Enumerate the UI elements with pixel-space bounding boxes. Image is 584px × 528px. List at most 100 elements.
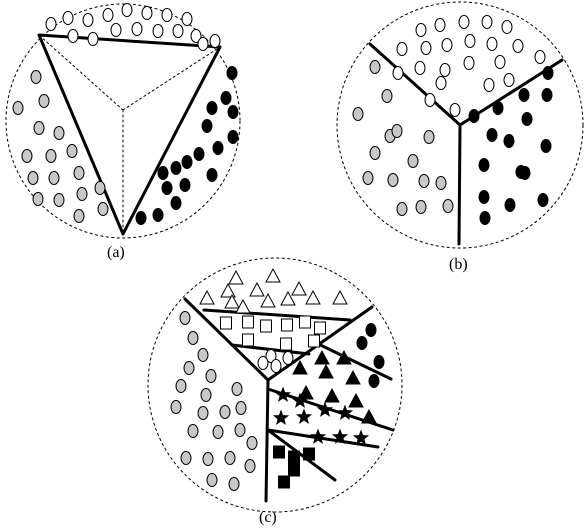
gray-circle xyxy=(187,424,199,438)
gray-circle xyxy=(219,405,231,419)
gray-circle xyxy=(97,202,109,216)
gray-circle xyxy=(224,451,236,465)
separator-line xyxy=(266,428,337,482)
caption-a: (a) xyxy=(107,244,125,261)
black-circle xyxy=(468,109,480,123)
white-circle xyxy=(209,34,221,48)
square-marker xyxy=(299,315,311,329)
separator-line xyxy=(266,428,380,449)
filled-triangle-marker xyxy=(292,359,308,375)
square-marker xyxy=(288,463,300,477)
gray-circle xyxy=(76,187,88,201)
gray-circle xyxy=(73,166,85,180)
gray-circle xyxy=(231,382,243,396)
white-circle xyxy=(534,50,546,64)
gray-circle xyxy=(202,452,214,466)
white-circle xyxy=(161,8,173,22)
black-circle xyxy=(518,88,530,102)
gray-circle xyxy=(369,146,381,160)
gray-circle xyxy=(246,436,258,450)
star-marker xyxy=(331,428,349,444)
black-circle xyxy=(193,147,205,161)
gray-circle xyxy=(362,171,374,185)
white-circle xyxy=(420,41,432,55)
square-marker xyxy=(278,475,290,489)
black-circle xyxy=(157,166,169,180)
square-marker xyxy=(281,318,293,332)
gray-circle xyxy=(48,171,60,185)
gray-circle xyxy=(180,451,192,465)
gray-circle xyxy=(45,149,57,163)
white-circle xyxy=(110,23,122,37)
white-circle xyxy=(172,24,184,38)
white-circle xyxy=(435,76,447,90)
gray-circle xyxy=(234,423,246,437)
black-circle xyxy=(486,128,498,142)
square-marker xyxy=(260,319,272,333)
gray-circle xyxy=(94,181,106,195)
black-circle xyxy=(542,66,554,80)
gray-circle xyxy=(212,425,224,439)
gray-circle xyxy=(435,176,447,190)
black-circle xyxy=(537,193,549,207)
black-circle xyxy=(521,112,533,126)
white-circle xyxy=(121,3,133,17)
white-circle xyxy=(414,61,426,75)
gray-circle xyxy=(33,121,45,135)
white-circle xyxy=(87,32,99,46)
filled-triangle-marker xyxy=(324,387,340,403)
white-circle xyxy=(396,42,408,56)
gray-circle xyxy=(205,369,217,383)
black-circle xyxy=(170,161,182,175)
white-circle xyxy=(481,15,493,29)
square-marker xyxy=(242,333,254,347)
gray-circle xyxy=(235,401,247,415)
filled-triangle-marker xyxy=(314,349,330,365)
gray-circle xyxy=(187,331,199,345)
gray-circle xyxy=(391,124,403,138)
star-marker xyxy=(352,429,370,445)
gray-circle xyxy=(442,199,454,213)
gray-circle xyxy=(352,107,364,121)
white-circle xyxy=(424,93,436,107)
square-marker xyxy=(303,447,315,461)
gray-circle xyxy=(206,473,218,487)
black-circle xyxy=(365,323,377,337)
gray-circle xyxy=(197,348,209,362)
black-circle xyxy=(541,88,553,102)
gray-circle xyxy=(32,192,44,206)
gray-circle xyxy=(53,193,65,207)
dotted-inner-line xyxy=(38,34,124,111)
star-marker xyxy=(309,428,327,444)
white-circle xyxy=(197,37,209,51)
black-circle xyxy=(212,141,224,155)
black-circle xyxy=(504,198,516,212)
gray-circle xyxy=(170,400,182,414)
gray-circle xyxy=(21,149,33,163)
gray-circle xyxy=(387,173,399,187)
gray-circle xyxy=(179,311,191,325)
triangle-marker xyxy=(235,298,251,314)
white-circle xyxy=(463,56,475,70)
square-marker xyxy=(308,334,320,348)
gray-circle xyxy=(197,406,209,420)
caption-b: (b) xyxy=(449,256,468,273)
white-circle xyxy=(62,11,74,25)
black-circle xyxy=(226,66,238,80)
star-marker xyxy=(316,401,334,417)
gray-circle xyxy=(53,126,65,140)
dotted-inner-line xyxy=(122,46,221,111)
white-circle xyxy=(282,351,294,365)
gray-circle xyxy=(381,89,393,103)
triangle-marker xyxy=(224,293,240,309)
black-circle xyxy=(227,130,239,144)
triangle-marker xyxy=(265,267,281,283)
square-marker xyxy=(280,337,292,351)
star-marker xyxy=(274,386,292,402)
white-circle xyxy=(392,66,404,80)
white-circle xyxy=(449,103,461,117)
gray-circle xyxy=(200,388,212,402)
square-marker xyxy=(288,450,300,464)
black-circle xyxy=(220,91,232,105)
gray-circle xyxy=(30,70,42,84)
